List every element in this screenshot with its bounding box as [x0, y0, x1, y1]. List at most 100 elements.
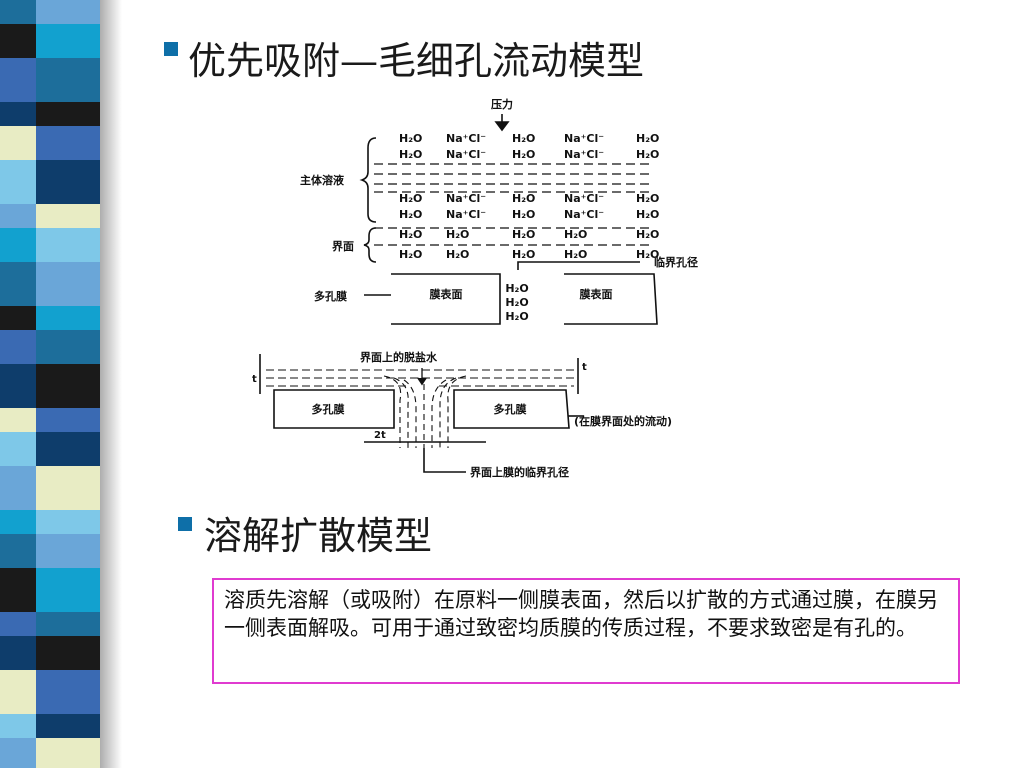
strip-segment [36, 0, 100, 24]
strip-segment [0, 330, 36, 364]
membrane-block-left [391, 273, 501, 325]
strip-segment [36, 330, 100, 364]
dim-t-right-label: t [582, 362, 587, 373]
molecule-label: H₂O [636, 192, 659, 205]
molecule-rows: H₂O Na⁺Cl⁻ H₂O Na⁺Cl⁻ H₂O H₂O Na⁺Cl⁻ H₂O Na⁺Cl⁻ H… [399, 132, 659, 261]
strip-segment [0, 160, 36, 204]
molecule-label: H₂O [399, 192, 422, 205]
strip-segment [0, 58, 36, 102]
strip-segment [36, 24, 100, 58]
strip-segment [0, 510, 36, 534]
strip-segment [0, 670, 36, 714]
description-box: 溶质先溶解（或吸附）在原料一侧膜表面，然后以扩散的方式通过膜，在膜另一侧表面解吸… [212, 578, 960, 684]
critical-pore-leader [517, 261, 640, 270]
strip-segment [36, 670, 100, 714]
strip-segment [0, 466, 36, 510]
molecule-label: H₂O [636, 148, 659, 161]
strip-segment [36, 612, 100, 636]
critical-pore-bottom-label: 界面上膜的临界孔径 [470, 465, 569, 479]
critical-pore-bottom-leader [423, 448, 466, 473]
molecule-label: H₂O [636, 248, 659, 261]
strip-segment [36, 534, 100, 568]
strip-segment [36, 714, 100, 738]
strip-segment [0, 568, 36, 612]
strip-segment [36, 364, 100, 408]
strip-segment [36, 228, 100, 262]
bullet-square-icon [164, 42, 178, 56]
molecule-label: H₂O [512, 132, 535, 145]
strip-segment [36, 432, 100, 466]
molecule-label: H₂O [564, 248, 587, 261]
strip-segment [36, 408, 100, 432]
strip-segment [36, 568, 100, 612]
molecule-label: H₂O [446, 228, 469, 241]
molecule-label: H₂O [512, 192, 535, 205]
pore-water-2: H₂O [505, 296, 528, 309]
strip-segment [36, 160, 100, 204]
strip-shadow [100, 0, 122, 768]
molecule-label: Na⁺Cl⁻ [564, 192, 604, 205]
molecule-label: Na⁺Cl⁻ [446, 192, 486, 205]
molecule-label: H₂O [564, 228, 587, 241]
strip-segment [0, 126, 36, 160]
membrane-surface-right-label: 膜表面 [580, 287, 613, 301]
molecule-label: Na⁺Cl⁻ [446, 148, 486, 161]
strip-segment [0, 432, 36, 466]
strip-segment [0, 228, 36, 262]
molecule-label: H₂O [399, 228, 422, 241]
desalted-water-label: 界面上的脱盐水 [360, 350, 438, 364]
strip-segment [36, 126, 100, 160]
strip-segment [0, 262, 36, 306]
molecule-label: H₂O [512, 248, 535, 261]
porous-membrane-label: 多孔膜 [314, 289, 347, 303]
strip-segment [0, 714, 36, 738]
section-title-solution-diffusion: 溶解扩散模型 [204, 514, 433, 558]
pressure-label: 压力 [491, 97, 513, 111]
strip-segment [36, 204, 100, 228]
strip-segment [36, 306, 100, 330]
molecule-label: H₂O [399, 248, 422, 261]
strip-segment [36, 102, 100, 126]
dim-t-left-label: t [252, 374, 257, 385]
molecule-label: Na⁺Cl⁻ [564, 148, 604, 161]
interface-label: 界面 [332, 240, 354, 253]
strip-column [36, 0, 100, 768]
strip-segment [0, 102, 36, 126]
description-text: 溶质先溶解（或吸附）在原料一侧膜表面，然后以扩散的方式通过膜，在膜另一侧表面解吸… [224, 588, 938, 640]
porous-membrane-left-block [273, 389, 395, 429]
molecule-label: H₂O [636, 208, 659, 221]
bullet-square-icon [178, 517, 192, 531]
pressure-arrow-icon [494, 121, 510, 132]
porous-membrane-left-label: 多孔膜 [312, 402, 345, 416]
strip-segment [36, 636, 100, 670]
membrane-surface-left-label: 膜表面 [430, 287, 463, 301]
critical-pore-label: 临界孔径 [654, 255, 698, 269]
strip-segment [0, 534, 36, 568]
pore-water-1: H₂O [505, 282, 528, 295]
strip-segment [0, 0, 36, 24]
molecule-label: H₂O [512, 228, 535, 241]
strip-segment [0, 408, 36, 432]
bulk-solution-label: 主体溶液 [300, 173, 345, 187]
flow-note-label: (在膜界面处的流动) [574, 414, 672, 428]
strip-segment [36, 58, 100, 102]
molecule-label: H₂O [399, 208, 422, 221]
strip-segment [36, 738, 100, 768]
strip-segment [0, 738, 36, 768]
molecule-label: H₂O [636, 228, 659, 241]
strip-column [0, 0, 36, 768]
strip-segment [0, 204, 36, 228]
strip-segment [36, 466, 100, 510]
interface-brace [363, 227, 377, 263]
section-title-preferential-adsorption: 优先吸附—毛细孔流动模型 [188, 39, 645, 83]
molecule-label: H₂O [636, 132, 659, 145]
porous-membrane-right-block [453, 389, 570, 429]
molecule-label: Na⁺Cl⁻ [564, 132, 604, 145]
molecule-label: Na⁺Cl⁻ [446, 132, 486, 145]
bulk-solution-brace [359, 137, 377, 223]
strip-segment [0, 636, 36, 670]
molecule-label: Na⁺Cl⁻ [564, 208, 604, 221]
strip-segment [0, 24, 36, 58]
membrane-block-right [564, 273, 658, 325]
